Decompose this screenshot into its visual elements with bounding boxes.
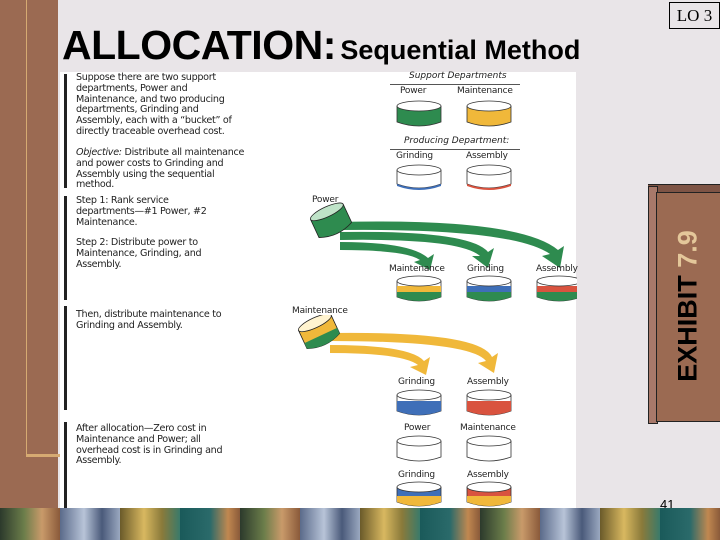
tipped-maintenance-bucket-icon (297, 315, 341, 349)
section-bar (64, 74, 67, 188)
empty-power-bucket-icon (396, 435, 442, 462)
section-bar (64, 306, 67, 410)
final-producing-buckets (396, 481, 512, 507)
header-rule (390, 149, 520, 150)
maintenance-arrow-icon (330, 332, 498, 375)
photo-meeting (240, 508, 300, 540)
producing-buckets (396, 164, 512, 190)
after-power-buckets (396, 275, 577, 302)
flow-label-grinding: Grinding (398, 377, 435, 387)
flow-label-assembly: Assembly (467, 377, 509, 387)
after-text: After allocation—Zero cost in Maintenanc… (76, 423, 223, 467)
exhibit-word: EXHIBIT (672, 275, 703, 382)
legend-label-power: Power (400, 86, 427, 96)
flow-label-maintenance-source: Maintenance (292, 306, 348, 316)
support-buckets (396, 100, 512, 127)
photo-meeting (480, 508, 540, 540)
photo-meeting (0, 508, 60, 540)
final-label-grinding: Grinding (398, 470, 435, 480)
photo-building (300, 508, 360, 540)
photo-keyboard (660, 508, 720, 540)
learning-objective-badge: LO 3 (669, 2, 720, 29)
after-maintenance-buckets (396, 389, 512, 416)
photo-keyboard (180, 508, 240, 540)
header-rule (390, 84, 520, 85)
step2-text: Step 2: Distribute power to Maintenance,… (76, 237, 202, 270)
full-assembly-bucket-icon (466, 481, 512, 507)
decorative-vertical-line (26, 0, 27, 456)
producing-departments-header: Producing Department: (404, 136, 510, 146)
title-sub: Sequential Method (340, 35, 581, 65)
photo-building (540, 508, 600, 540)
then-text: Then, distribute maintenance to Grinding… (76, 309, 222, 331)
maintenance-bucket-icon (396, 275, 442, 302)
decorative-horizontal-line (26, 454, 60, 457)
legend-label-grinding: Grinding (396, 151, 433, 161)
photo-factory (360, 508, 420, 540)
grinding-bucket-icon (466, 275, 512, 302)
slide-title: ALLOCATION: Sequential Method (62, 22, 580, 69)
decorative-photo-filmstrip (0, 508, 720, 540)
legend-label-assembly: Assembly (466, 151, 508, 161)
assembly-bucket-icon (536, 275, 577, 302)
power-distribution-diagram (309, 202, 564, 270)
grinding-bucket-icon (396, 164, 442, 190)
exhibit-box (656, 192, 720, 422)
legend-label-maintenance: Maintenance (457, 86, 513, 96)
assembly-bucket-icon (466, 164, 512, 190)
power-bucket-icon (396, 100, 442, 127)
section-bar (64, 196, 67, 300)
tipped-power-bucket-icon (309, 202, 353, 238)
power-arrow-icon (340, 221, 564, 270)
maintenance-bucket-icon (466, 100, 512, 127)
intro-text: Suppose there are two support department… (76, 72, 232, 137)
final-label-maintenance: Maintenance (460, 423, 516, 433)
objective-label: Objective: (76, 147, 122, 158)
title-main: ALLOCATION: (62, 22, 336, 68)
final-label-power: Power (404, 423, 431, 433)
exhibit-label: EXHIBIT 7.9 (673, 230, 704, 382)
left-brown-band (0, 0, 58, 508)
final-label-assembly: Assembly (467, 470, 509, 480)
step1-text: Step 1: Rank service departments—#1 Powe… (76, 195, 207, 228)
grinding-bucket-icon (396, 389, 442, 416)
full-grinding-bucket-icon (396, 481, 442, 507)
support-departments-header: Support Departments (409, 71, 507, 81)
assembly-bucket-icon (466, 389, 512, 416)
maintenance-distribution-diagram (297, 315, 498, 375)
photo-factory (600, 508, 660, 540)
flow-label-grinding: Grinding (467, 264, 504, 274)
photo-keyboard (420, 508, 480, 540)
flow-label-assembly: Assembly (536, 264, 578, 274)
section-bar (64, 422, 67, 508)
empty-maintenance-bucket-icon (466, 435, 512, 462)
exhibit-box-top (648, 184, 720, 192)
flow-label-maintenance: Maintenance (389, 264, 445, 274)
flow-label-power: Power (312, 195, 339, 205)
photo-factory (120, 508, 180, 540)
objective-text: Objective: Distribute all maintenance an… (76, 147, 246, 191)
final-support-buckets (396, 435, 512, 462)
photo-building (60, 508, 120, 540)
objective-body: Distribute all maintenance and power cos… (76, 147, 245, 191)
exhibit-number: 7.9 (672, 230, 703, 268)
